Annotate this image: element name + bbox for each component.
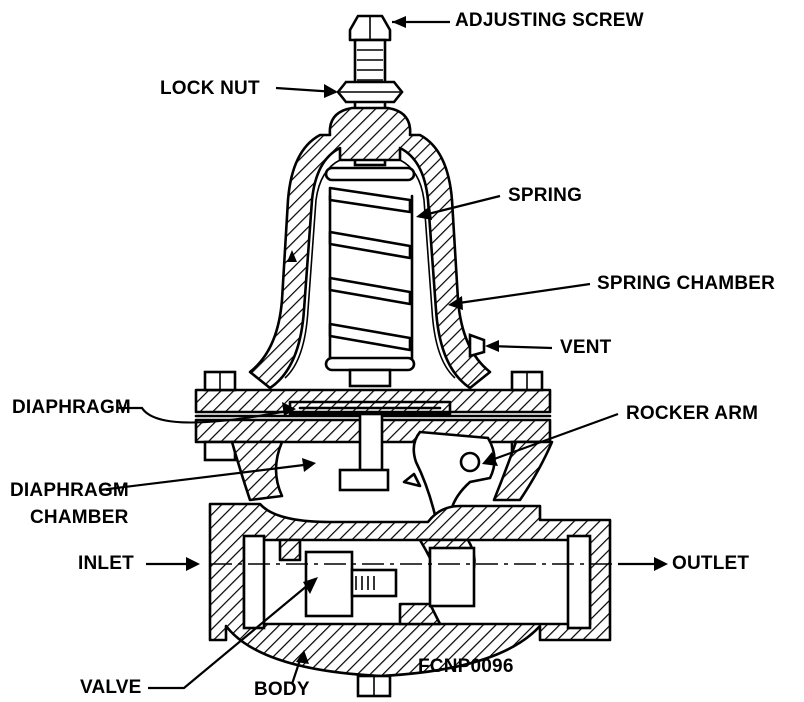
label-spring: SPRING xyxy=(508,185,583,206)
label-lock-nut: LOCK NUT xyxy=(160,78,260,99)
label-valve: VALVE xyxy=(80,677,142,698)
label-body: BODY xyxy=(254,679,310,700)
label-adjusting-screw: ADJUSTING SCREW xyxy=(455,10,644,31)
label-spring-chamber: SPRING CHAMBER xyxy=(597,273,776,294)
spring xyxy=(324,166,416,388)
figure-code: FCNP0096 xyxy=(418,656,514,677)
spring-chamber-bonnet xyxy=(248,106,492,390)
label-diaphragm-chamber-line2: CHAMBER xyxy=(30,507,129,528)
label-inlet: INLET xyxy=(78,553,134,574)
label-rocker-arm: ROCKER ARM xyxy=(626,403,759,424)
valve-body xyxy=(208,502,612,698)
label-diaphragm-chamber-line1: DIAPHRAGM xyxy=(10,480,129,501)
label-outlet: OUTLET xyxy=(672,553,750,574)
lock-nut xyxy=(336,80,404,104)
leader-lines xyxy=(99,16,668,690)
label-diaphragm: DIAPHRAGM xyxy=(12,397,131,418)
label-vent: VENT xyxy=(560,337,612,358)
